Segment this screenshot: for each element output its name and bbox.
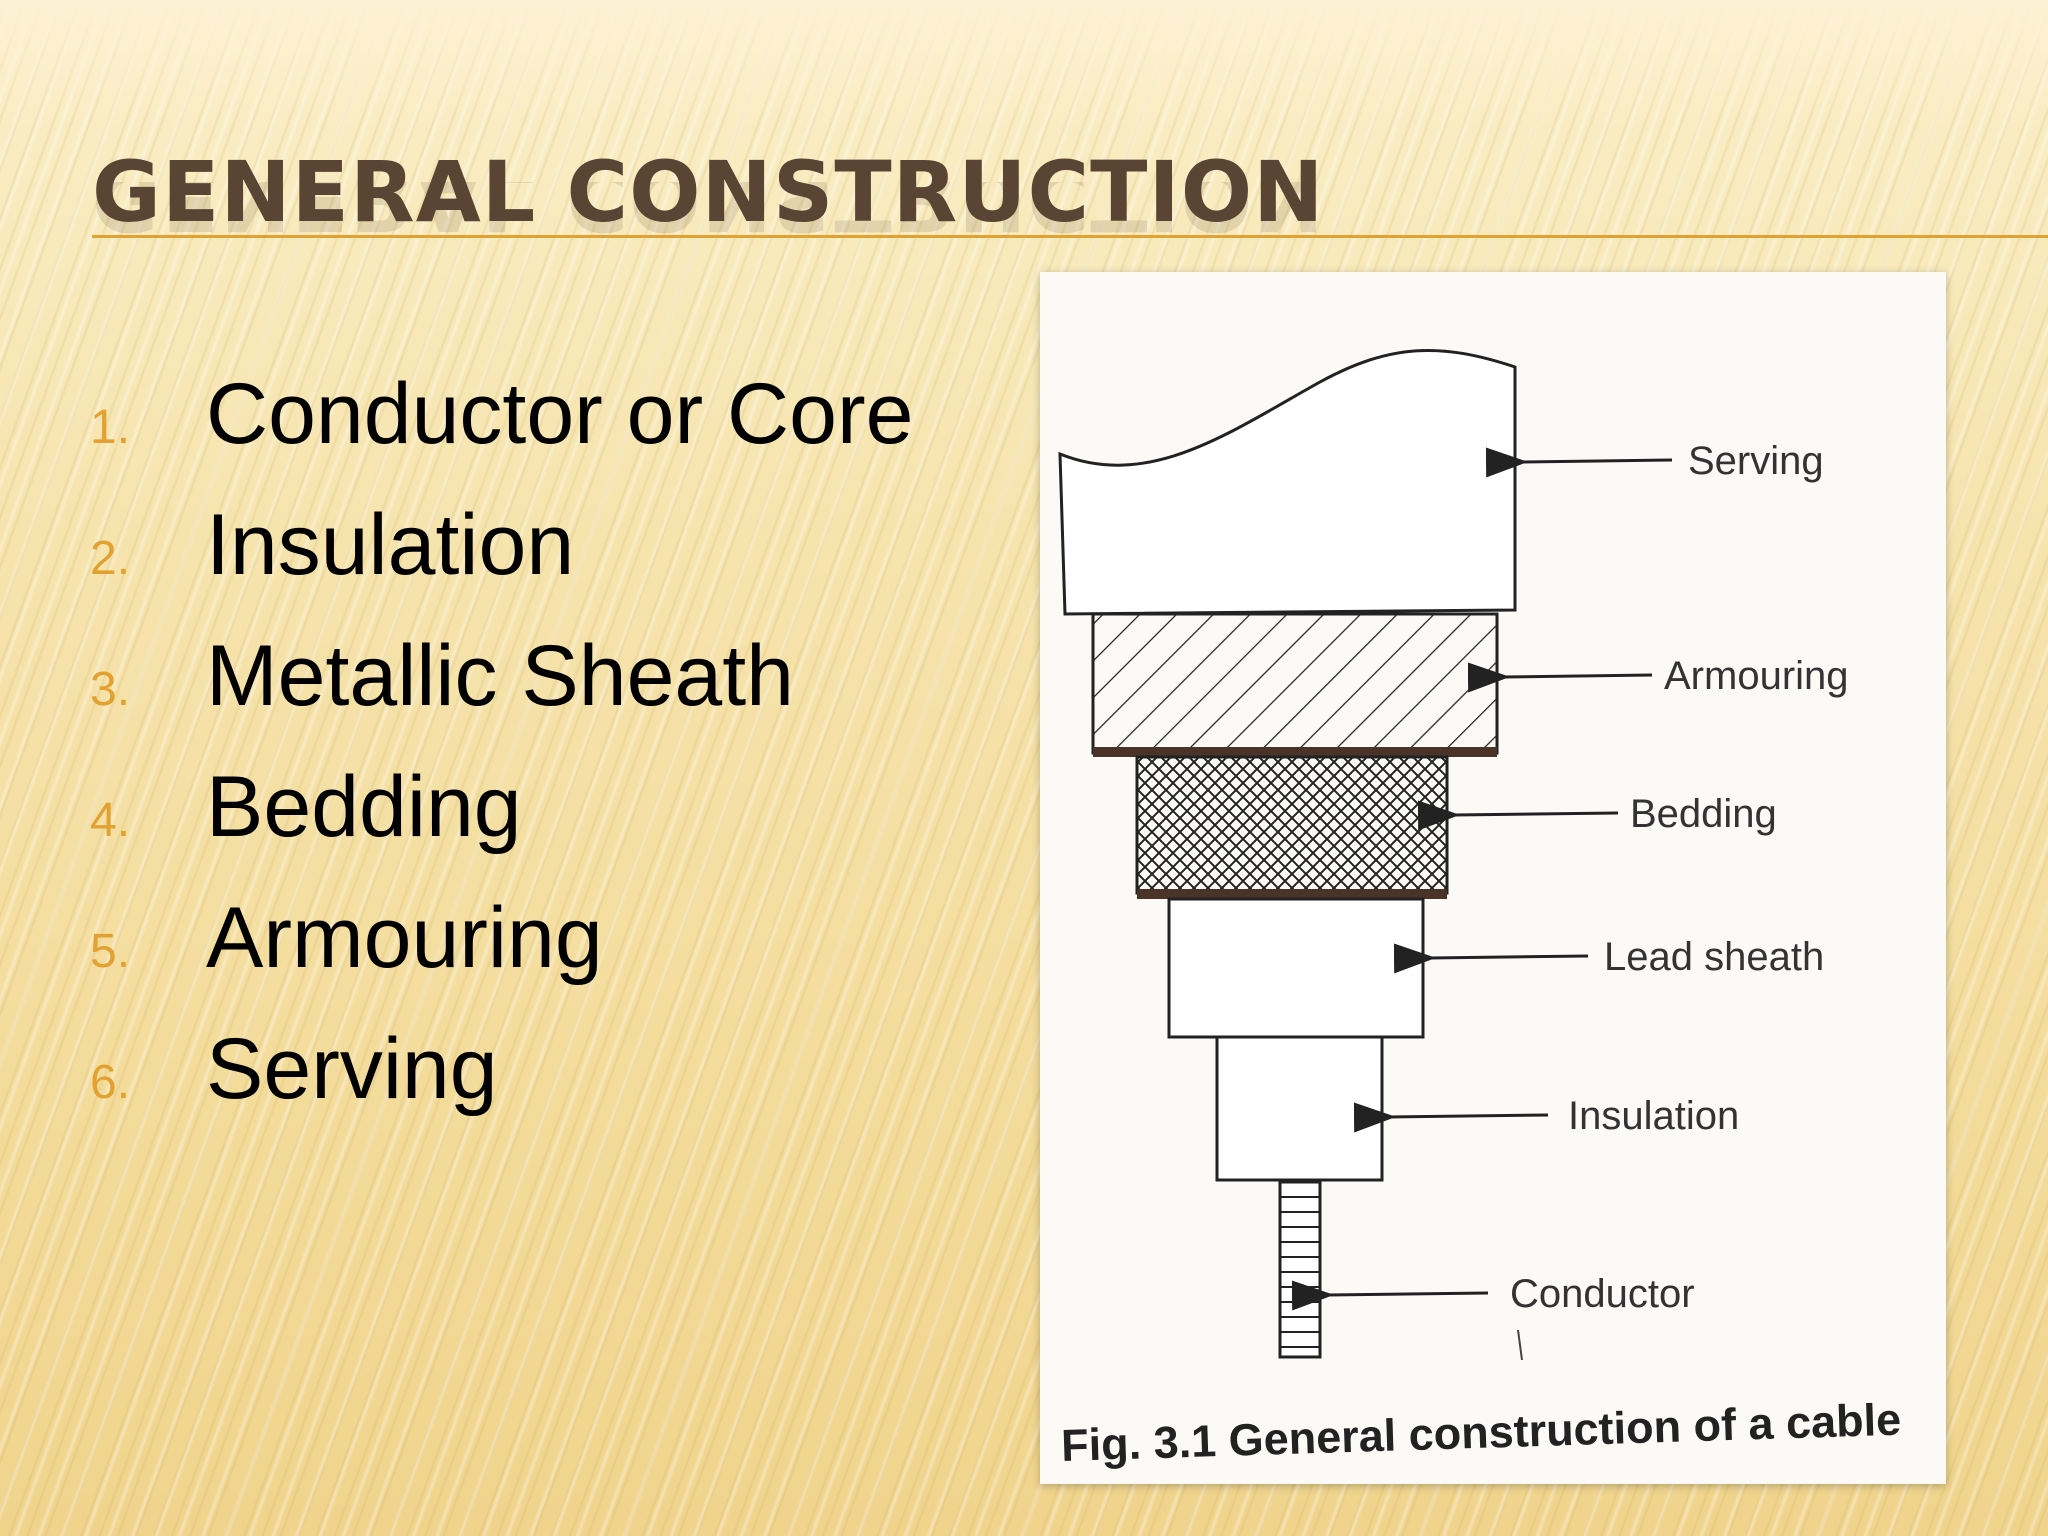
stray-mark	[1517, 1329, 1523, 1361]
lead-sheath-layer	[1167, 897, 1425, 1039]
top-band	[0, 0, 2048, 120]
cable-construction-figure: Serving Armouring Bedding Lead sheath In…	[1040, 272, 1946, 1484]
armouring-layer	[1091, 612, 1499, 755]
list-item: 5. Armouring	[90, 889, 913, 1020]
list-number: 2.	[90, 532, 131, 585]
armouring-arrow	[1467, 662, 1653, 693]
list-text: Bedding	[206, 759, 522, 855]
conductor-label: Conductor	[1510, 1272, 1695, 1316]
bedding-arrow	[1417, 800, 1619, 831]
lead-sheath-arrow	[1393, 943, 1589, 974]
list-text: Insulation	[206, 497, 575, 593]
armouring-base-band	[1093, 747, 1497, 757]
list-text: Metallic Sheath	[206, 628, 794, 724]
bedding-base-band	[1137, 889, 1447, 899]
conductor-core	[1278, 1180, 1322, 1359]
list-number: 5.	[90, 925, 131, 978]
insulation-arrow	[1353, 1102, 1549, 1133]
list-text: Conductor or Core	[206, 366, 914, 462]
insulation-layer	[1215, 1035, 1384, 1182]
list-item: 1. Conductor or Core	[90, 365, 913, 496]
construction-list: 1. Conductor or Core 2. Insulation 3. Me…	[90, 365, 913, 1151]
list-number: 4.	[90, 794, 131, 847]
serving-label: Serving	[1688, 439, 1824, 483]
armouring-label: Armouring	[1664, 654, 1849, 698]
title-underline	[92, 235, 2048, 238]
list-item: 3. Metallic Sheath	[90, 627, 913, 758]
lead-sheath-label: Lead sheath	[1604, 935, 1824, 979]
list-text: Serving	[206, 1021, 498, 1117]
slide-title-reflection: GENERAL CONSTRUCTION	[92, 182, 1325, 242]
insulation-label: Insulation	[1568, 1094, 1739, 1138]
bedding-label: Bedding	[1630, 792, 1777, 836]
serving-layer	[1058, 349, 1517, 616]
list-number: 3.	[90, 663, 131, 716]
list-item: 6. Serving	[90, 1020, 913, 1151]
serving-arrow	[1485, 447, 1673, 478]
conductor-arrow	[1291, 1280, 1489, 1311]
slide-title: GENERAL CONSTRUCTION	[92, 143, 1325, 241]
list-item: 4. Bedding	[90, 758, 913, 889]
list-number: 6.	[90, 1056, 131, 1109]
list-number: 1.	[90, 401, 131, 454]
bedding-layer	[1135, 755, 1449, 895]
list-text: Armouring	[206, 890, 603, 986]
list-item: 2. Insulation	[90, 496, 913, 627]
cable-diagram: Serving Armouring Bedding Lead sheath In…	[1058, 349, 1849, 1361]
